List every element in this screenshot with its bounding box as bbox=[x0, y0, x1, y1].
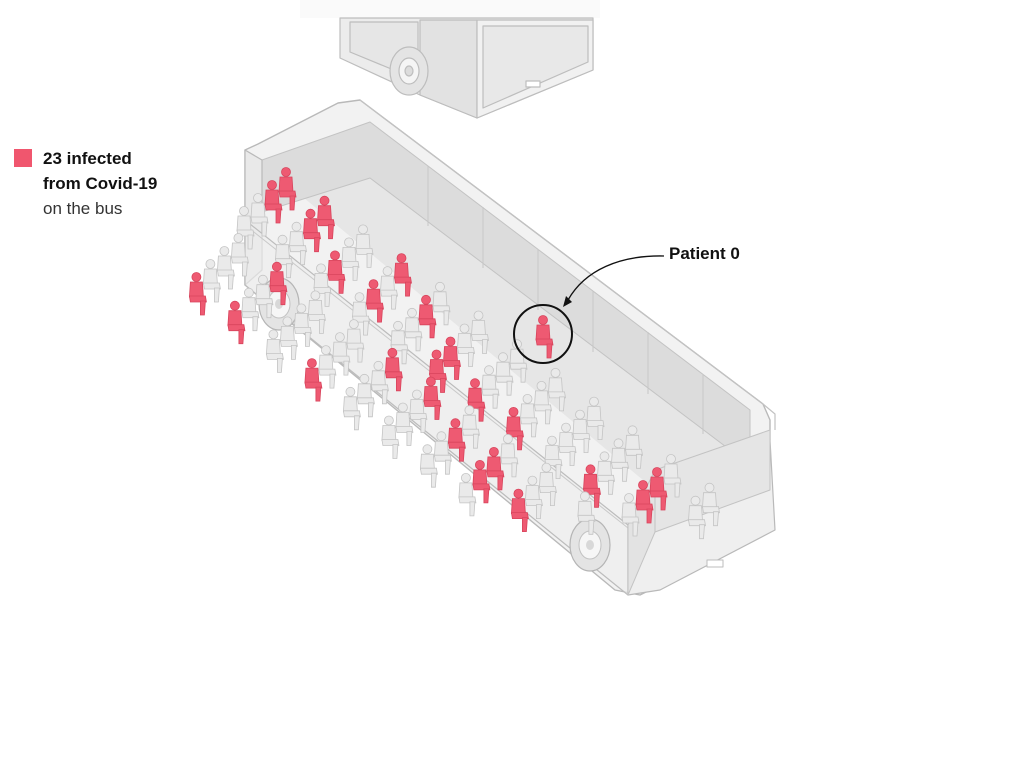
legend-line-1: 23 infected bbox=[43, 149, 132, 168]
patient-zero-marker bbox=[513, 255, 665, 364]
main-bus bbox=[244, 99, 776, 596]
infected-swatch bbox=[14, 149, 32, 167]
background-bus bbox=[300, 0, 600, 119]
legend-line-2: from Covid-19 bbox=[43, 174, 158, 193]
callout-arrow bbox=[567, 255, 665, 301]
patient-zero-label: Patient 0 bbox=[669, 244, 740, 263]
arrow-head-icon bbox=[563, 296, 572, 307]
legend-line-3: on the bus bbox=[43, 199, 123, 218]
legend-text: 23 infected from Covid-19 on the bus bbox=[43, 146, 243, 221]
